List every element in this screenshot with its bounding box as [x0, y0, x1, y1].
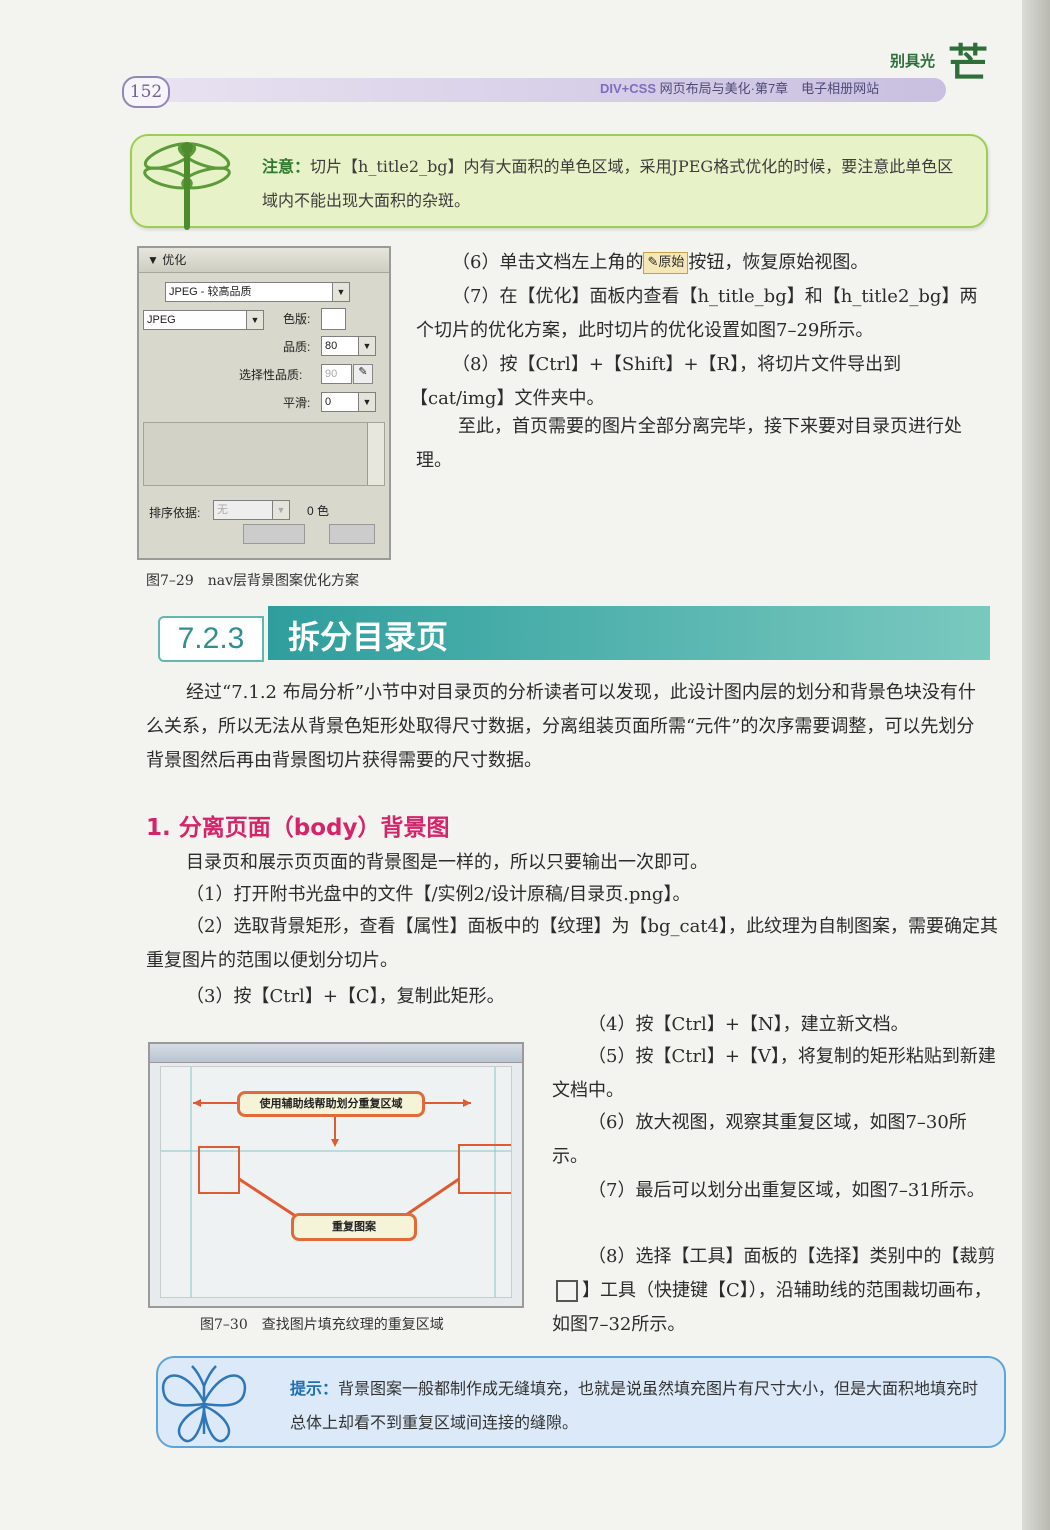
step-6-paragraph: （6）单击文档左上角的✎原始按钮，恢复原始视图。	[416, 246, 992, 280]
matte-label: 色版:	[283, 312, 311, 326]
step-7b-paragraph: （7）最后可以划分出重复区域，如图7–31所示。	[588, 1180, 985, 1201]
tip-text-block: 提示：背景图案一般都制作成无缝填充，也就是说虽然填充图片有尺寸大小，但是大面积地…	[290, 1372, 980, 1440]
preset-select[interactable]: JPEG - 较高品质 ▼	[165, 282, 350, 302]
edit-icon[interactable]: ✎	[353, 364, 373, 384]
step-1-paragraph: （1）打开附书光盘中的文件【/实例2/设计原稿/目录页.png】。	[186, 884, 691, 905]
quality-field[interactable]: 80 ▼	[321, 336, 376, 356]
page-number: 152	[122, 76, 170, 108]
note-text: 切片【h_title2_bg】内有大面积的单色区域，采用JPEG格式优化的时候，…	[262, 157, 954, 210]
canvas-area: 使用辅助线帮助划分重复区域 重复图案	[160, 1066, 512, 1298]
conclusion-paragraph: 至此，首页需要的图片全部分离完毕，接下来要对目录页进行处理。	[416, 416, 962, 471]
series-text: 别具光	[890, 52, 936, 70]
figure-30-screenshot: 使用辅助线帮助划分重复区域 重复图案	[148, 1042, 524, 1308]
color-count: 0 色	[307, 504, 330, 518]
selective-quality-value: 90	[325, 368, 338, 380]
sort-value: 无	[217, 504, 228, 516]
running-header: DIV+CSS 网页布局与美化·第7章 电子相册网站	[600, 78, 879, 97]
original-view-label: 原始	[658, 255, 685, 270]
step-8b-text: （8）选择【工具】面板的【选择】类别中的【裁剪	[588, 1246, 996, 1267]
dragonfly-icon	[143, 142, 231, 230]
optimize-panel: ▼ 优化 JPEG - 较高品质 ▼ JPEG ▼ 色版: 品质: 80 ▼ 选…	[137, 246, 391, 560]
note-label: 注意：	[262, 157, 311, 176]
header-bar	[126, 78, 946, 102]
quality-label: 品质:	[283, 340, 311, 354]
smoothing-label: 平滑:	[283, 396, 311, 410]
tip-box: 提示：背景图案一般都制作成无缝填充，也就是说虽然填充图片有尺寸大小，但是大面积地…	[156, 1356, 1006, 1448]
chevron-down-icon: ▼	[272, 501, 289, 519]
chevron-down-icon: ▼	[332, 283, 349, 301]
callout-repeat-pattern: 重复图案	[291, 1213, 417, 1241]
step-2-paragraph: （2）选取背景矩形，查看【属性】面板中的【纹理】为【bg_cat4】，此纹理为自…	[146, 916, 998, 971]
quality-value: 80	[325, 340, 338, 352]
step-8b-paragraph: （8）选择【工具】面板的【选择】类别中的【裁剪】工具（快捷键【C】），沿辅助线的…	[552, 1240, 998, 1342]
callout-guides: 使用辅助线帮助划分重复区域	[237, 1091, 425, 1117]
section-number: 7.2.3	[158, 616, 264, 662]
tip-text: 背景图案一般都制作成无缝填充，也就是说虽然填充图片有尺寸大小，但是大面积地填充时…	[290, 1379, 979, 1432]
series-logo: 芒	[948, 40, 988, 87]
note-box: 注意：切片【h_title2_bg】内有大面积的单色区域，采用JPEG格式优化的…	[130, 134, 988, 230]
figure-30-caption: 图7–30 查找图片填充纹理的重复区域	[200, 1317, 444, 1333]
section-header-bar	[268, 606, 990, 660]
sort-select[interactable]: 无 ▼	[213, 500, 290, 520]
color-table-scrollbar[interactable]	[367, 423, 384, 485]
crop-icon	[556, 1280, 578, 1302]
step-6b-paragraph: （6）放大视图，观察其重复区域，如图7–30所示。	[552, 1112, 967, 1167]
original-view-button[interactable]: ✎原始	[643, 252, 689, 274]
pencil-icon: ✎	[647, 255, 659, 270]
format-value: JPEG	[147, 314, 176, 326]
step-3-paragraph: （3）按【Ctrl】+【C】，复制此矩形。	[186, 986, 505, 1007]
chevron-down-icon: ▼	[358, 393, 375, 411]
subsection-lead: 目录页和展示页页面的背景图是一样的，所以只要输出一次即可。	[186, 852, 708, 873]
subsection-heading: 1. 分离页面（body）背景图	[146, 815, 450, 841]
chevron-down-icon: ▼	[246, 311, 263, 329]
section-intro: 经过“7.1.2 布局分析”小节中对目录页的分析读者可以发现，此设计图内层的划分…	[146, 682, 976, 771]
step-8b-text-after: 】工具（快捷键【C】），沿辅助线的范围裁切画布，如图7–32所示。	[552, 1280, 992, 1335]
step-4-paragraph: （4）按【Ctrl】+【N】，建立新文档。	[588, 1014, 909, 1035]
page-edge-shadow	[1022, 0, 1050, 1530]
smoothing-value: 0	[325, 396, 332, 408]
section-title: 拆分目录页	[288, 618, 449, 656]
window-titlebar	[150, 1044, 522, 1063]
preset-value: JPEG - 较高品质	[169, 286, 252, 298]
selective-quality-field[interactable]: 90	[321, 364, 352, 384]
step-7-paragraph: （7）在【优化】面板内查看【h_title_bg】和【h_title2_bg】两…	[416, 286, 978, 341]
figure-29-caption: 图7–29 nav层背景图案优化方案	[146, 573, 359, 589]
format-select[interactable]: JPEG ▼	[143, 310, 264, 330]
smoothing-select[interactable]: 0 ▼	[321, 392, 376, 412]
butterfly-icon	[161, 1365, 247, 1443]
chevron-down-icon: ▼	[358, 337, 375, 355]
sort-label: 排序依据:	[149, 506, 201, 520]
book-title: 网页布局与美化·第7章 电子相册网站	[659, 81, 880, 96]
palette-buttons[interactable]	[243, 524, 305, 544]
step-5-paragraph: （5）按【Ctrl】+【V】，将复制的矩形粘贴到新建文档中。	[552, 1046, 996, 1101]
tip-label: 提示：	[290, 1379, 339, 1398]
matte-swatch[interactable]	[321, 308, 346, 330]
color-table[interactable]	[143, 422, 385, 486]
step-6-text-after: 按钮，恢复原始视图。	[688, 252, 869, 273]
step-8-paragraph: （8）按【Ctrl】+【Shift】+【R】，将切片文件导出到【cat/img】…	[410, 354, 902, 409]
selective-quality-label: 选择性品质:	[239, 368, 303, 382]
book-brand: DIV+CSS	[600, 81, 656, 96]
step-6-text: （6）单击文档左上角的	[452, 252, 644, 273]
add-delete-buttons[interactable]	[329, 524, 375, 544]
note-text-block: 注意：切片【h_title2_bg】内有大面积的单色区域，采用JPEG格式优化的…	[262, 150, 962, 218]
panel-title: ▼ 优化	[139, 248, 389, 273]
